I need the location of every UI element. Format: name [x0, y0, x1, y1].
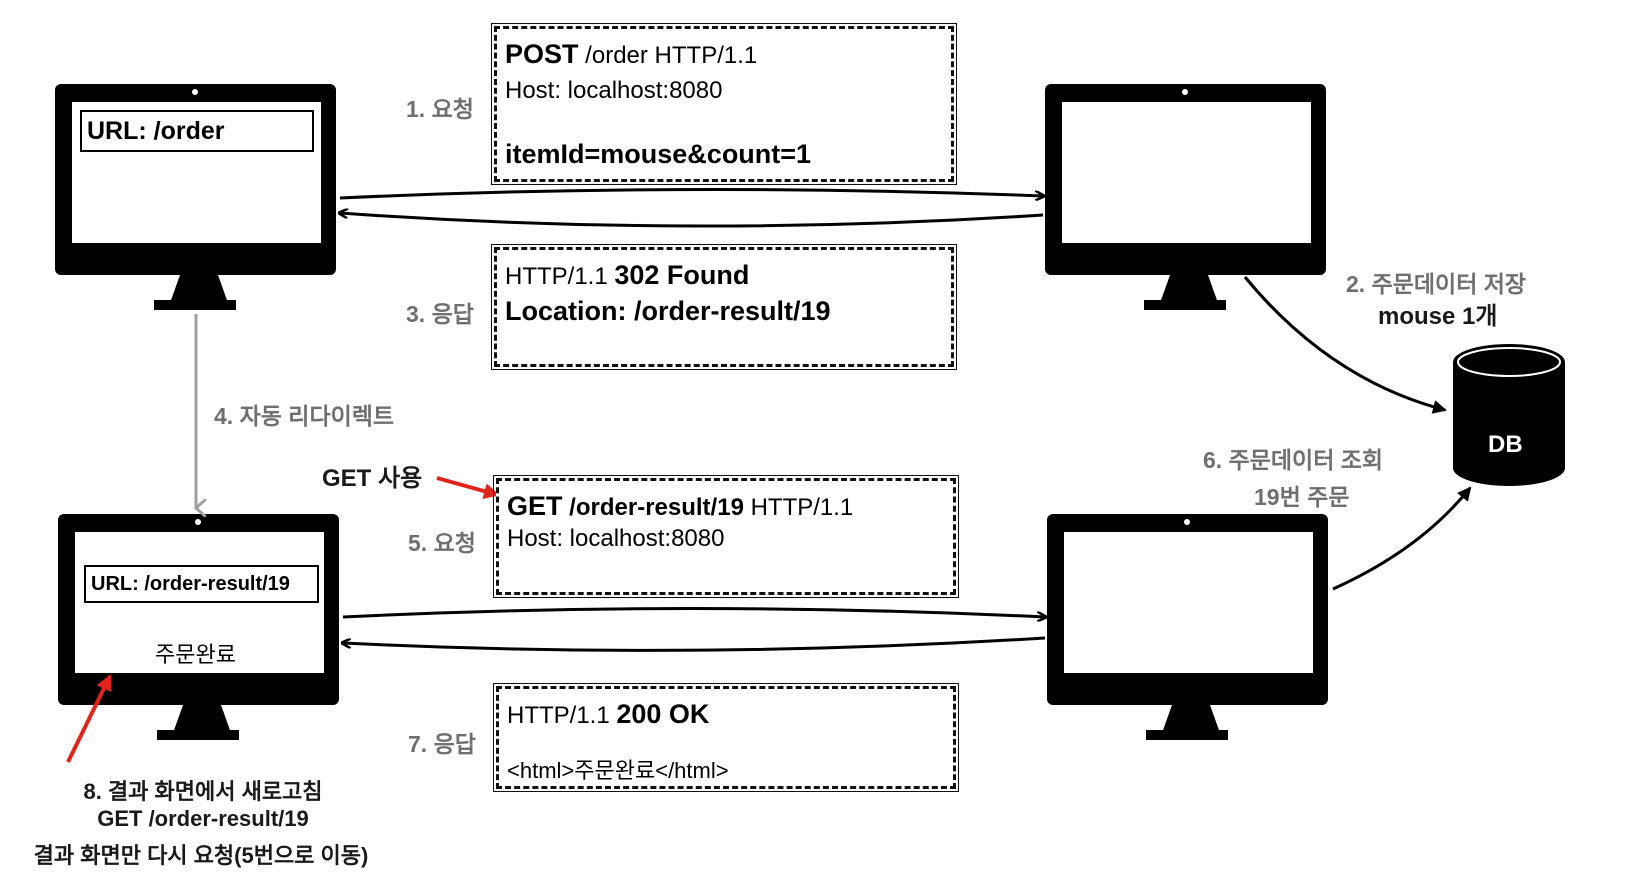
client-top-url-bar: URL: /order — [80, 110, 314, 152]
arrow-query-db — [1332, 486, 1472, 591]
step-7-label: 7. 응답 — [408, 731, 476, 757]
step-8-note-line3: 결과 화면만 다시 요청(5번으로 이동) — [33, 843, 369, 868]
arrow-response-top — [340, 213, 1044, 228]
client-bottom-url-bar: URL: /order-result/19 — [84, 565, 319, 603]
request-line: /order HTTP/1.1 — [578, 42, 758, 69]
arrow-refresh-note — [66, 674, 112, 763]
message-redirect-response: HTTP/1.1 302 Found Location: /order-resu… — [491, 244, 957, 370]
response-status: 302 Found — [614, 260, 750, 290]
client-monitor-bottom — [58, 514, 339, 740]
step-2-label-line1: 2. 주문데이터 저장 — [1346, 271, 1527, 297]
step-1-label: 1. 요청 — [406, 96, 474, 122]
step-5-label: 5. 요청 — [408, 530, 476, 556]
request-host-header: Host: localhost:8080 — [505, 77, 723, 104]
step-6-label-line2: 19번 주문 — [1254, 484, 1350, 510]
message-ok-response: HTTP/1.1 200 OK <html>주문완료</html> — [493, 683, 959, 792]
arrow-request-top — [339, 187, 1043, 198]
step-8-note-line2: GET /order-result/19 — [97, 806, 309, 831]
step-6-label-line1: 6. 주문데이터 조회 — [1203, 447, 1384, 473]
step-8-note-line1: 8. 결과 화면에서 새로고침 — [83, 779, 323, 804]
request-host-header: Host: localhost:8080 — [507, 525, 725, 552]
message-get-request: GET /order-result/19 HTTP/1.1 Host: loca… — [493, 475, 959, 598]
db-label: DB — [1488, 431, 1523, 458]
response-location-header: Location: /order-result/19 — [505, 296, 831, 326]
response-body: <html>주문완료</html> — [507, 758, 729, 783]
response-version: HTTP/1.1 — [507, 702, 617, 729]
server-monitor-bottom — [1047, 514, 1328, 740]
step-4-label: 4. 자동 리다이렉트 — [214, 403, 395, 429]
server-monitor-top — [1045, 84, 1326, 310]
request-path: /order-result/19 — [562, 494, 744, 521]
request-body: itemId=mouse&count=1 — [505, 139, 812, 169]
database-cylinder — [1453, 344, 1565, 486]
client-bottom-page-content: 주문완료 — [155, 642, 236, 667]
request-version: HTTP/1.1 — [743, 494, 854, 521]
request-method: POST — [505, 39, 579, 69]
request-method: GET — [507, 491, 563, 521]
arrow-save-db — [1243, 276, 1447, 414]
response-version: HTTP/1.1 — [505, 263, 615, 290]
get-usage-note: GET 사용 — [322, 465, 423, 492]
step-2-label-line2: mouse 1개 — [1378, 303, 1498, 330]
arrow-request-bottom — [342, 607, 1045, 618]
step-3-label: 3. 응답 — [406, 301, 474, 327]
arrow-response-bottom — [343, 636, 1046, 652]
response-status: 200 OK — [616, 699, 710, 729]
message-post-request: POST /order HTTP/1.1 Host: localhost:808… — [491, 23, 957, 185]
arrow-get-note — [436, 476, 500, 499]
